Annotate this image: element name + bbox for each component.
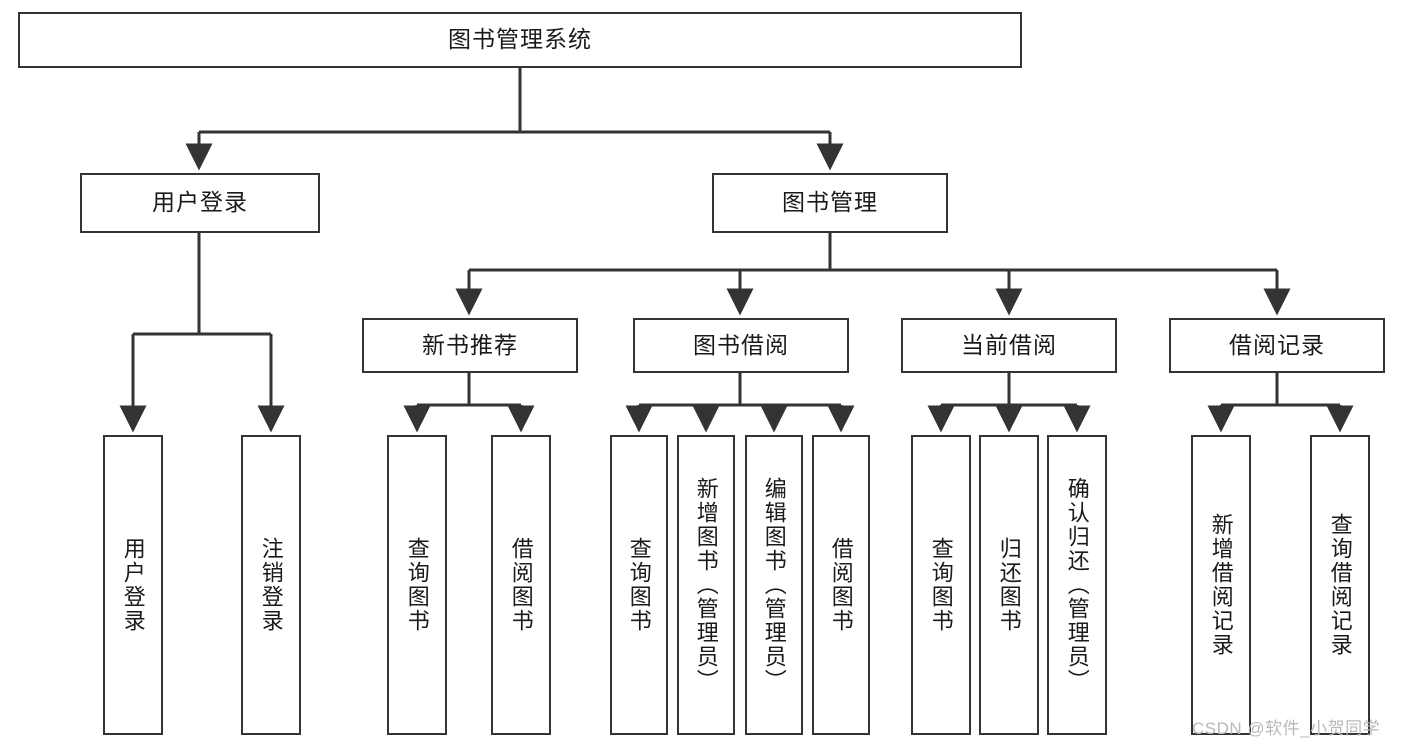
- leaf-label: 借阅图书: [508, 537, 534, 633]
- leaf-logout-login[interactable]: 注销登录: [241, 435, 301, 735]
- leaf-label: 归还图书: [996, 537, 1022, 633]
- leaf-label: 查询图书: [404, 537, 430, 633]
- leaf-label: 查询图书: [626, 537, 652, 633]
- leaf-label: 新增图书（管理员）: [693, 477, 719, 693]
- node-borrow-record[interactable]: 借阅记录: [1169, 318, 1385, 373]
- node-root-system[interactable]: 图书管理系统: [18, 12, 1022, 68]
- leaf-label: 查询借阅记录: [1327, 513, 1353, 657]
- leaf-label: 新增借阅记录: [1208, 513, 1234, 657]
- node-new-book-recommend[interactable]: 新书推荐: [362, 318, 578, 373]
- leaf-borrow-book-1[interactable]: 借阅图书: [491, 435, 551, 735]
- leaf-confirm-return[interactable]: 确认归还（管理员）: [1047, 435, 1107, 735]
- leaf-label: 编辑图书（管理员）: [761, 477, 787, 693]
- leaf-edit-book[interactable]: 编辑图书（管理员）: [745, 435, 803, 735]
- leaf-borrow-book-2[interactable]: 借阅图书: [812, 435, 870, 735]
- leaf-add-record[interactable]: 新增借阅记录: [1191, 435, 1251, 735]
- node-user-login[interactable]: 用户登录: [80, 173, 320, 233]
- node-book-management[interactable]: 图书管理: [712, 173, 948, 233]
- leaf-add-book[interactable]: 新增图书（管理员）: [677, 435, 735, 735]
- leaf-label: 查询图书: [928, 537, 954, 633]
- leaf-return-book[interactable]: 归还图书: [979, 435, 1039, 735]
- leaf-query-book-2[interactable]: 查询图书: [610, 435, 668, 735]
- leaf-user-login[interactable]: 用户登录: [103, 435, 163, 735]
- leaf-label: 用户登录: [120, 537, 146, 633]
- node-book-borrow[interactable]: 图书借阅: [633, 318, 849, 373]
- csdn-watermark: CSDN @软件_小贺同学: [1192, 719, 1381, 738]
- leaf-label: 借阅图书: [828, 537, 854, 633]
- leaf-query-record[interactable]: 查询借阅记录: [1310, 435, 1370, 735]
- leaf-label: 确认归还（管理员）: [1064, 477, 1090, 693]
- leaf-query-book-3[interactable]: 查询图书: [911, 435, 971, 735]
- leaf-label: 注销登录: [258, 537, 284, 633]
- leaf-query-book-1[interactable]: 查询图书: [387, 435, 447, 735]
- node-current-borrow[interactable]: 当前借阅: [901, 318, 1117, 373]
